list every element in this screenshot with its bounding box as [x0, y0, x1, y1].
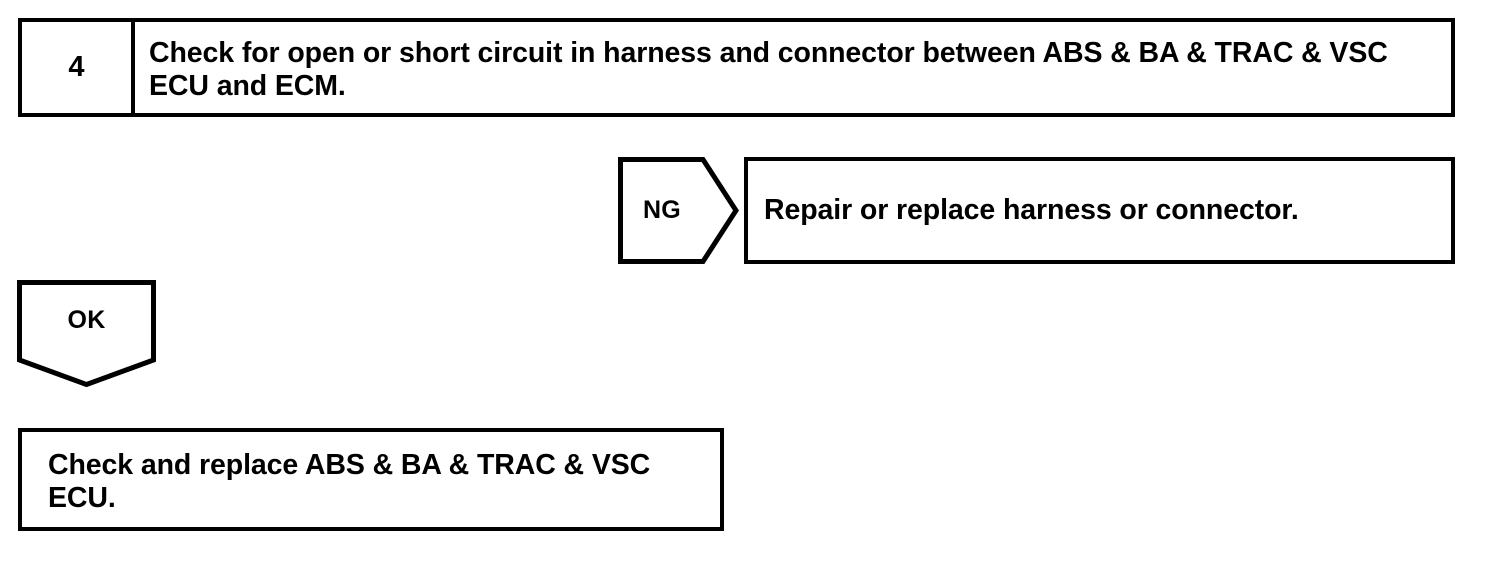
step-instruction-cell: Check for open or short circuit in harne… — [135, 22, 1451, 113]
ng-action-text: Repair or replace harness or connector. — [764, 194, 1299, 227]
step-number: 4 — [68, 51, 85, 83]
ng-pentagon-icon — [618, 157, 739, 264]
ok-branch-pointer: OK — [17, 280, 156, 387]
ok-action-box: Check and replace ABS & BA & TRAC & VSC … — [18, 428, 724, 531]
ng-branch-pointer: NG — [618, 157, 739, 264]
ng-action-box: Repair or replace harness or connector. — [744, 157, 1455, 264]
ok-label: OK — [67, 305, 106, 334]
step-row: 4 Check for open or short circuit in har… — [18, 18, 1455, 117]
step-number-cell: 4 — [22, 22, 135, 113]
ok-action-text: Check and replace ABS & BA & TRAC & VSC … — [48, 449, 651, 514]
step-instruction-text: Check for open or short circuit in harne… — [149, 37, 1388, 102]
ok-pentagon-icon — [17, 280, 156, 387]
ng-label: NG — [643, 196, 681, 224]
